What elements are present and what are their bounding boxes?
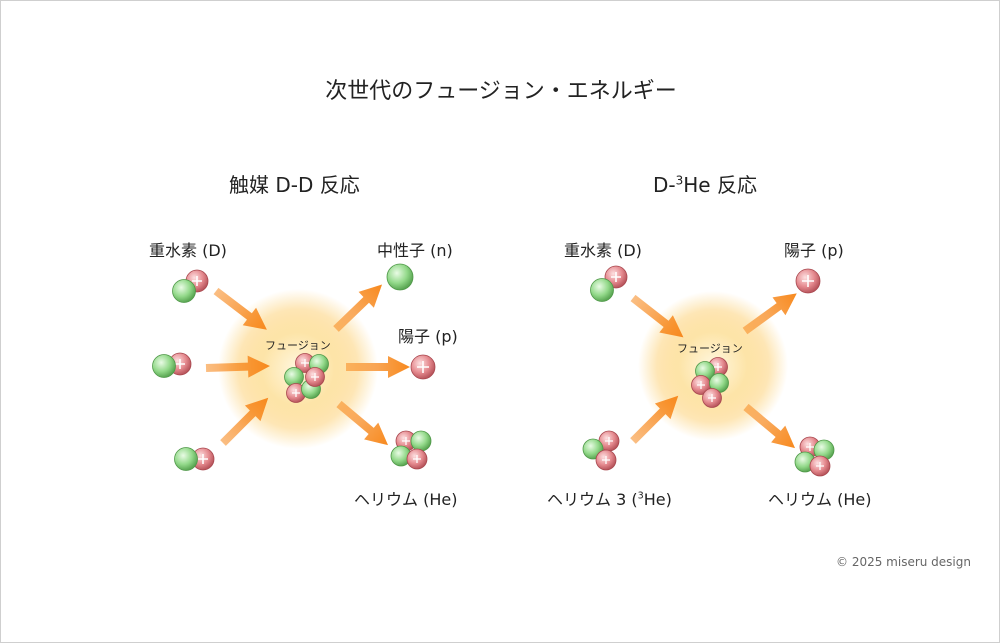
- neutron-label: 中性子 (n): [377, 241, 453, 260]
- helium3-particle-right: [582, 430, 620, 471]
- left-helium-label: ヘリウム (He): [354, 490, 458, 509]
- proton-particle-right: [795, 268, 821, 294]
- left-deuterium-label: 重水素 (D): [149, 241, 227, 260]
- right-heading-suffix: He 反応: [683, 173, 757, 197]
- helium-particle-right: [794, 436, 835, 477]
- helium-particle-left: [390, 430, 432, 470]
- arrow-left-out-neutron: [333, 284, 383, 332]
- deuterium-particle-left-bot: [174, 447, 215, 471]
- left-proton-label: 陽子 (p): [398, 327, 458, 346]
- right-heading: D-3He 反応: [653, 169, 757, 198]
- right-fusion-label: フュージョン: [677, 342, 743, 355]
- right-heading-sup: 3: [675, 173, 684, 188]
- helium3-label: ヘリウム 3 (3He): [547, 486, 672, 510]
- deuterium-particle-left-mid: [152, 352, 192, 378]
- neutron-particle-left: [386, 263, 414, 291]
- helium3-label-suffix: He): [643, 490, 672, 509]
- right-fusion-nucleus: [691, 357, 729, 408]
- deuterium-particle-right: [590, 265, 628, 302]
- arrow-left-out-proton: [346, 356, 410, 378]
- deuterium-particle-left-top: [172, 269, 209, 303]
- arrow-left-in-top: [213, 287, 267, 330]
- arrow-right-in-top: [630, 294, 684, 338]
- left-fusion-label: フュージョン: [265, 339, 331, 352]
- proton-particle-left: [410, 354, 436, 380]
- arrow-right-out-helium: [743, 403, 796, 449]
- right-helium-label: ヘリウム (He): [768, 490, 872, 509]
- arrow-left-in-mid: [205, 355, 270, 378]
- helium3-label-prefix: ヘリウム 3 (: [547, 490, 638, 509]
- right-heading-prefix: D-: [653, 173, 676, 197]
- right-proton-label: 陽子 (p): [784, 241, 844, 260]
- left-fusion-nucleus: [284, 353, 329, 403]
- arrow-right-in-bot: [630, 395, 679, 444]
- arrow-right-out-proton: [742, 293, 797, 335]
- page-title: 次世代のフュージョン・エネルギー: [325, 79, 677, 104]
- left-heading: 触媒 D-D 反応: [229, 173, 360, 197]
- copyright-text: © 2025 miseru design: [836, 555, 971, 569]
- helium3-label-sup: 3: [637, 490, 644, 502]
- right-deuterium-label: 重水素 (D): [564, 241, 642, 260]
- arrow-left-in-bot: [220, 397, 269, 446]
- arrow-left-out-helium: [336, 400, 389, 446]
